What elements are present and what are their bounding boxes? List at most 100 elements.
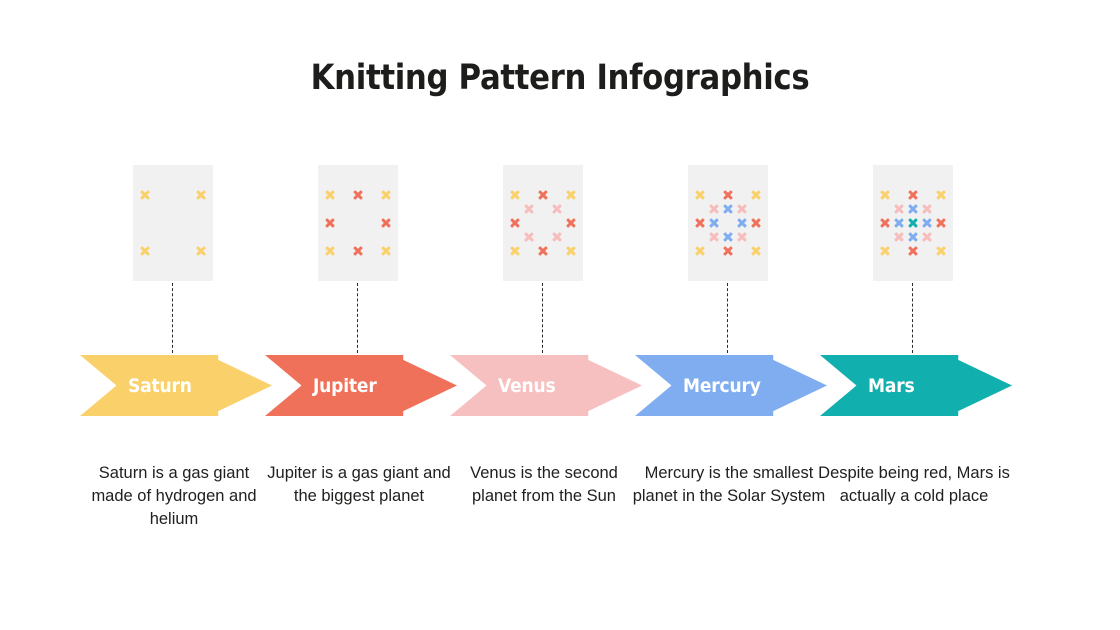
stitch-empty (920, 244, 934, 258)
stitch-x-icon (138, 188, 152, 202)
stitch-empty (735, 188, 749, 202)
arrow-label-mercury: Mercury (683, 374, 761, 397)
stitch-empty (166, 188, 180, 202)
stitch-empty (522, 244, 536, 258)
stitch-x-icon (934, 244, 948, 258)
stitch-x-icon (693, 244, 707, 258)
stitch-empty (749, 202, 763, 216)
stitch-empty (365, 216, 379, 230)
stitch-empty (550, 216, 564, 230)
stitch-empty (508, 202, 522, 216)
stitch-empty (337, 202, 351, 216)
stitch-empty (337, 216, 351, 230)
stitch-empty (934, 230, 948, 244)
chevron-arrow-mercury[interactable]: Mercury (635, 355, 827, 416)
stitch-empty (878, 202, 892, 216)
stitch-grid (878, 188, 948, 258)
stitch-empty (166, 202, 180, 216)
stitch-x-icon (721, 188, 735, 202)
stitch-x-icon (351, 244, 365, 258)
arrow-label-saturn: Saturn (128, 374, 192, 397)
stitch-x-icon (564, 188, 578, 202)
stitch-x-icon (721, 230, 735, 244)
stitch-empty (180, 216, 194, 230)
chevron-arrow-venus[interactable]: Venus (450, 355, 642, 416)
stitch-empty (920, 188, 934, 202)
stitch-x-icon (693, 188, 707, 202)
stitch-x-icon (194, 244, 208, 258)
stitch-x-icon (522, 202, 536, 216)
stitch-empty (550, 188, 564, 202)
stitch-empty (194, 216, 208, 230)
dashed-connector-line (172, 283, 173, 353)
stitch-empty (536, 230, 550, 244)
stitch-empty (180, 230, 194, 244)
arrow-label-jupiter: Jupiter (313, 374, 377, 397)
stitch-empty (323, 230, 337, 244)
stitch-x-icon (906, 216, 920, 230)
stitch-x-icon (735, 230, 749, 244)
stitch-empty (152, 188, 166, 202)
stitch-x-icon (379, 188, 393, 202)
stitch-empty (550, 244, 564, 258)
stitch-empty (379, 230, 393, 244)
stitch-empty (152, 244, 166, 258)
stitch-x-icon (707, 230, 721, 244)
stitch-empty (379, 202, 393, 216)
stitch-x-icon (735, 202, 749, 216)
description-jupiter: Jupiter is a gas giant and the biggest p… (267, 464, 451, 505)
stitch-grid (138, 188, 208, 258)
description-venus: Venus is the second planet from the Sun (470, 464, 618, 505)
stitch-empty (152, 230, 166, 244)
knitting-swatch-mercury (688, 165, 768, 281)
dashed-connector-line (542, 283, 543, 353)
stitch-empty (180, 188, 194, 202)
stitch-x-icon (351, 188, 365, 202)
stitch-empty (522, 216, 536, 230)
chevron-arrow-mars[interactable]: Mars (820, 355, 1012, 416)
stitch-x-icon (878, 244, 892, 258)
stitch-x-icon (721, 202, 735, 216)
page-title: Knitting Pattern Infographics (310, 58, 810, 98)
stitch-x-icon (721, 244, 735, 258)
stitch-grid (323, 188, 393, 258)
chevron-arrow-saturn[interactable]: Saturn (80, 355, 272, 416)
stitch-empty (564, 202, 578, 216)
stitch-empty (351, 202, 365, 216)
stitch-x-icon (508, 216, 522, 230)
stitch-empty (323, 202, 337, 216)
stitch-empty (337, 244, 351, 258)
stitch-x-icon (749, 188, 763, 202)
stitch-empty (152, 202, 166, 216)
stitch-empty (152, 216, 166, 230)
stitch-empty (194, 202, 208, 216)
stitch-x-icon (934, 216, 948, 230)
stitch-empty (536, 216, 550, 230)
stitch-x-icon (906, 230, 920, 244)
chevron-arrow-jupiter[interactable]: Jupiter (265, 355, 457, 416)
stitch-x-icon (920, 216, 934, 230)
stitch-empty (707, 188, 721, 202)
stitch-x-icon (735, 216, 749, 230)
stitch-x-icon (508, 188, 522, 202)
stitch-x-icon (707, 216, 721, 230)
dashed-connector-line (727, 283, 728, 353)
stitch-empty (180, 202, 194, 216)
stitch-empty (892, 244, 906, 258)
stitch-x-icon (892, 230, 906, 244)
stitch-x-icon (550, 230, 564, 244)
stitch-grid (693, 188, 763, 258)
stitch-x-icon (906, 188, 920, 202)
stitch-x-icon (379, 216, 393, 230)
stitch-x-icon (536, 244, 550, 258)
stitch-empty (536, 202, 550, 216)
stitch-empty (337, 188, 351, 202)
stitch-x-icon (564, 244, 578, 258)
stitch-x-icon (323, 188, 337, 202)
stitch-empty (735, 244, 749, 258)
stitch-x-icon (749, 244, 763, 258)
stitch-x-icon (906, 202, 920, 216)
